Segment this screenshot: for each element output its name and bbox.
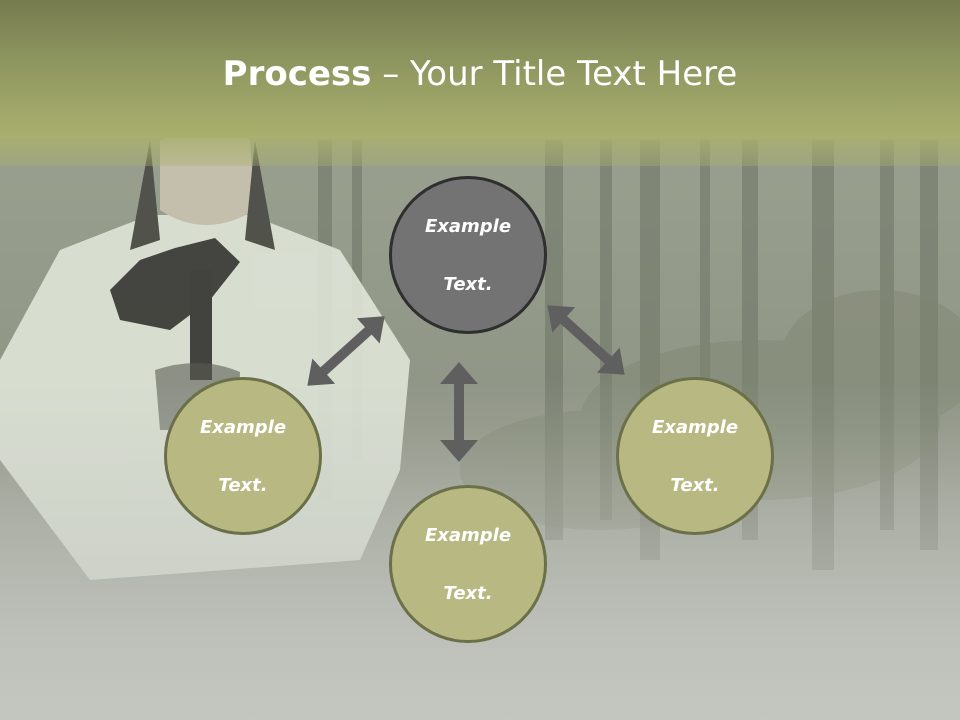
title-band xyxy=(0,138,960,166)
node-bottom-line1: Example xyxy=(424,524,512,546)
node-top-line2: Text. xyxy=(443,273,493,295)
node-right-line2: Text. xyxy=(670,474,720,496)
title-bar xyxy=(0,0,960,138)
node-right-line1: Example xyxy=(651,416,739,438)
arrow-top-left xyxy=(307,316,385,386)
arrow-vertical xyxy=(440,362,478,462)
arrow-top-right xyxy=(547,305,625,375)
slide-title: Process – Your Title Text Here xyxy=(0,52,960,96)
title-rest: Your Title Text Here xyxy=(410,54,738,94)
node-left-line1: Example xyxy=(199,416,287,438)
node-top-line1: Example xyxy=(424,215,512,237)
node-left-line2: Text. xyxy=(218,474,268,496)
title-bold: Process xyxy=(222,54,372,94)
title-separator: – xyxy=(371,54,411,94)
node-bottom-line2: Text. xyxy=(443,582,493,604)
